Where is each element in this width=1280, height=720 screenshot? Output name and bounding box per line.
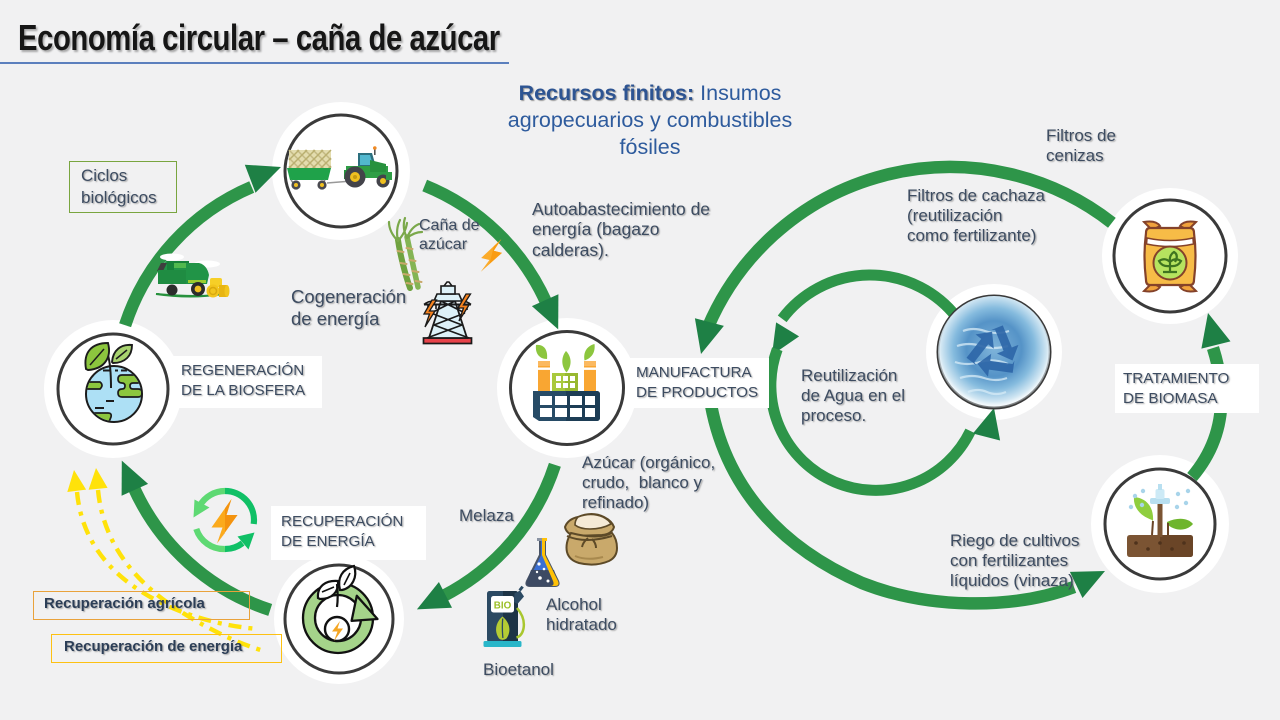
svg-text:BIO: BIO xyxy=(494,601,512,612)
